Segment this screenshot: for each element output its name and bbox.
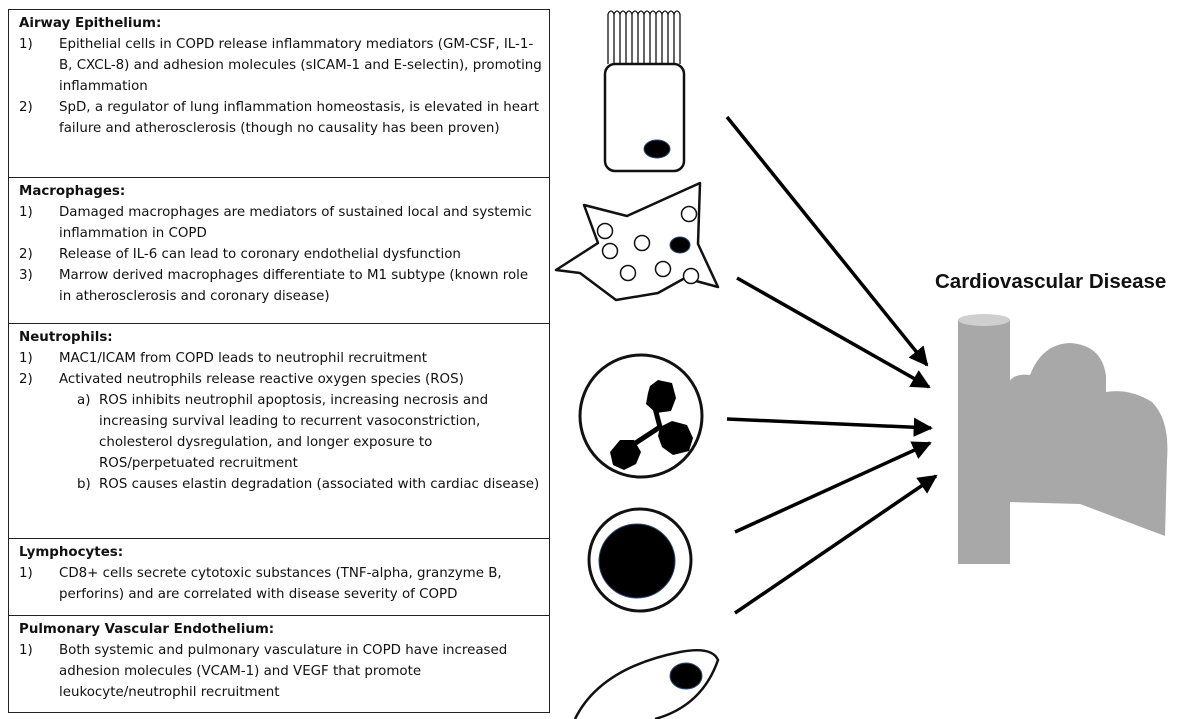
arrow-lymphocyte xyxy=(734,441,932,534)
list-text: Both systemic and pulmonary vasculature … xyxy=(59,643,508,700)
arrows xyxy=(725,115,938,615)
arrow-macrophage xyxy=(736,276,931,389)
sub-list-item: a) ROS inhibits neutrophil apoptosis, inc… xyxy=(19,390,543,474)
section-title: Neutrophils: xyxy=(19,330,113,345)
list-text: Epithelial cells in COPD release inflamm… xyxy=(59,37,542,94)
neutrophil-icon xyxy=(578,353,704,479)
section-title: Airway Epithelium: xyxy=(19,16,162,31)
list-marker: 1) xyxy=(19,643,33,658)
section-title: Macrophages: xyxy=(19,184,126,199)
list-marker: 1) xyxy=(19,566,33,581)
section-title: Lymphocytes: xyxy=(19,545,124,560)
list-marker: 3) xyxy=(19,268,33,283)
list-marker: 1) xyxy=(19,205,33,220)
arrow-endothelium xyxy=(734,474,938,615)
list-item: 2) SpD, a regulator of lung inflammation … xyxy=(19,97,543,139)
section-lymphocytes: Lymphocytes: 1) CD8+ cells secrete cytotox… xyxy=(8,538,550,615)
list-item: 3) Marrow derived macrophages differentia… xyxy=(19,265,543,307)
list-text: Release of IL-6 can lead to coronary end… xyxy=(59,247,461,262)
list-text: Marrow derived macrophages differentiate… xyxy=(59,268,529,304)
epithelial-cell-icon xyxy=(603,10,686,173)
list-item: 2) Activated neutrophils release reactive… xyxy=(19,369,543,390)
list-marker: 2) xyxy=(19,100,33,115)
list-marker: 2) xyxy=(19,247,33,262)
section-macrophages: Macrophages: 1) Damaged macrophages are me… xyxy=(8,177,550,323)
list-text: CD8+ cells secrete cytotoxic substances … xyxy=(59,566,502,602)
text-panel: Airway Epithelium: 1) Epithelial cells in … xyxy=(8,9,550,713)
sub-list-item: b) ROS causes elastin degradation (associ… xyxy=(19,474,543,495)
macrophage-icon xyxy=(554,181,720,302)
list-item: 1) Epithelial cells in COPD release infla… xyxy=(19,34,543,97)
list-marker: 2) xyxy=(19,372,33,387)
list-text: MAC1/ICAM from COPD leads to neutrophil … xyxy=(59,351,428,366)
list-item: 1) Both systemic and pulmonary vasculatur… xyxy=(19,640,543,703)
list-marker: 1) xyxy=(19,351,33,366)
list-text: Damaged macrophages are mediators of sus… xyxy=(59,205,532,241)
list-item: 1) CD8+ cells secrete cytotoxic substance… xyxy=(19,563,543,605)
list-text: Activated neutrophils release reactive o… xyxy=(59,372,464,387)
cardiovascular-disease-title: Cardiovascular Disease xyxy=(935,270,1167,293)
list-item: 1) Damaged macrophages are mediators of s… xyxy=(19,202,543,244)
list-item: 2) Release of IL-6 can lead to coronary e… xyxy=(19,244,543,265)
endothelial-cell-icon xyxy=(573,649,720,719)
section-airway-epithelium: Airway Epithelium: 1) Epithelial cells in … xyxy=(8,9,550,177)
list-item: 1) MAC1/ICAM from COPD leads to neutrophi… xyxy=(19,348,543,369)
list-marker: 1) xyxy=(19,37,33,52)
section-title: Pulmonary Vascular Endothelium: xyxy=(19,622,275,637)
list-text: SpD, a regulator of lung inflammation ho… xyxy=(59,100,539,136)
heart-vessel-icon xyxy=(958,314,1168,564)
arrow-neutrophil xyxy=(726,417,933,437)
list-text: ROS causes elastin degradation (associat… xyxy=(99,477,540,492)
section-neutrophils: Neutrophils: 1) MAC1/ICAM from COPD leads … xyxy=(8,323,550,538)
list-text: ROS inhibits neutrophil apoptosis, incre… xyxy=(99,393,489,471)
arrow-epithelium xyxy=(725,115,929,367)
section-pulmonary-vascular-endothelium: Pulmonary Vascular Endothelium: 1) Both sy… xyxy=(8,615,550,713)
lymphocyte-icon xyxy=(587,507,693,613)
list-marker: b) xyxy=(77,477,91,492)
list-marker: a) xyxy=(77,393,91,408)
